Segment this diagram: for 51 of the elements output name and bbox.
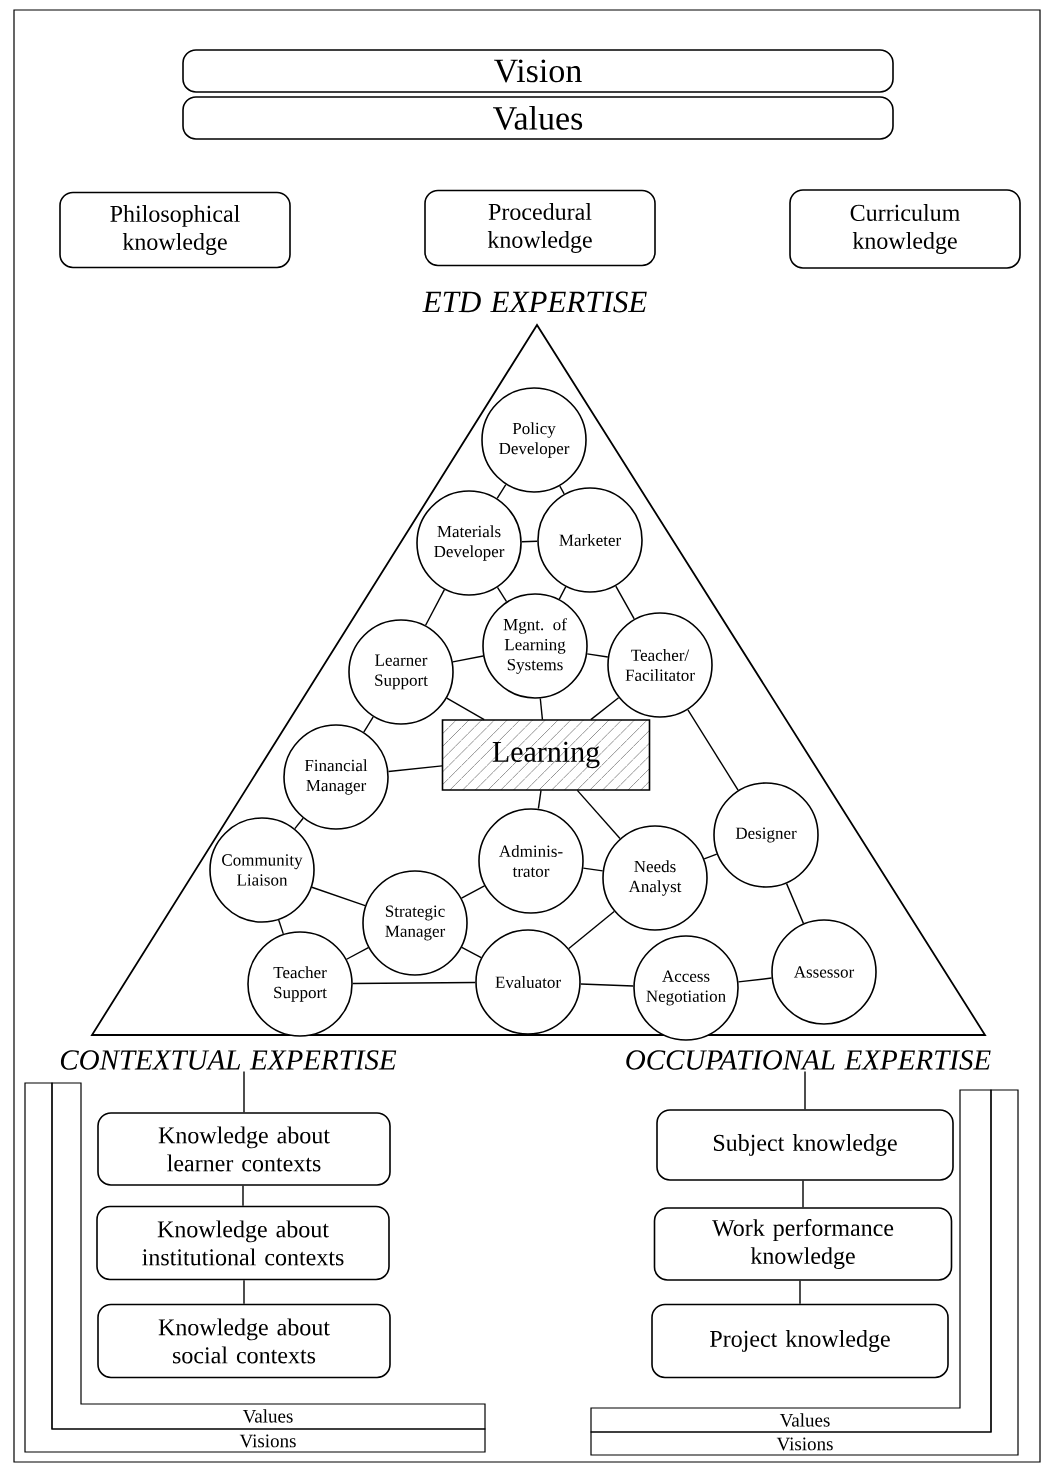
connector-line [537,789,542,810]
connector-line [352,981,476,985]
knowledge-box: Work performance knowledge [653,1207,953,1281]
connector-line [363,716,374,733]
connector-line [703,853,718,860]
connector-line [424,589,446,626]
connector-line [580,983,634,987]
connector-line [586,653,609,658]
connector-line [521,540,538,543]
hatched-box: Learning [441,719,651,791]
knowledge-box: Philosophical knowledge [59,191,291,269]
knowledge-box: Knowledge about social contexts [97,1303,391,1379]
connector-line [387,765,443,773]
connector-line [590,697,620,721]
connector-line [785,882,805,925]
knowledge-box: Knowledge about institutional contexts [96,1205,390,1281]
connector-line [539,697,544,721]
connector-line [294,817,304,830]
connector-line [345,947,370,960]
connector-line [802,1180,804,1208]
connector-line [576,789,621,840]
knowledge-box: Curriculum knowledge [789,189,1021,269]
connector-line [558,586,567,600]
rounded-band: Values [182,96,894,140]
heading: CONTEXTUAL EXPERTISE [60,1050,397,1070]
node-label: ETD EXPERTISE [422,291,647,313]
connector-line [446,697,485,721]
knowledge-box: Knowledge about learner contexts [97,1112,391,1186]
connector-line [243,1279,245,1305]
connector-line [461,946,482,959]
connector-line [799,1280,801,1305]
connector-line [687,709,739,791]
rounded-band: Vision [182,49,894,93]
connector-line [804,1070,806,1110]
connector-line [452,655,484,663]
connector-line [496,586,508,603]
connector-line [615,585,635,620]
knowledge-box: Project knowledge [651,1303,949,1379]
connector-line [582,867,604,872]
connector-line [737,977,773,983]
connector-line [278,919,284,935]
knowledge-box: Subject knowledge [656,1109,954,1181]
connector-line [311,886,366,907]
heading: OCCUPATIONAL EXPERTISE [626,1050,991,1070]
connector-line [496,483,507,500]
connector-line [559,485,565,495]
connector-line [242,1185,244,1207]
knowledge-box: Procedural knowledge [424,189,656,267]
connector-line [460,885,486,899]
connector-line [568,910,615,950]
connector-line [243,1070,245,1113]
